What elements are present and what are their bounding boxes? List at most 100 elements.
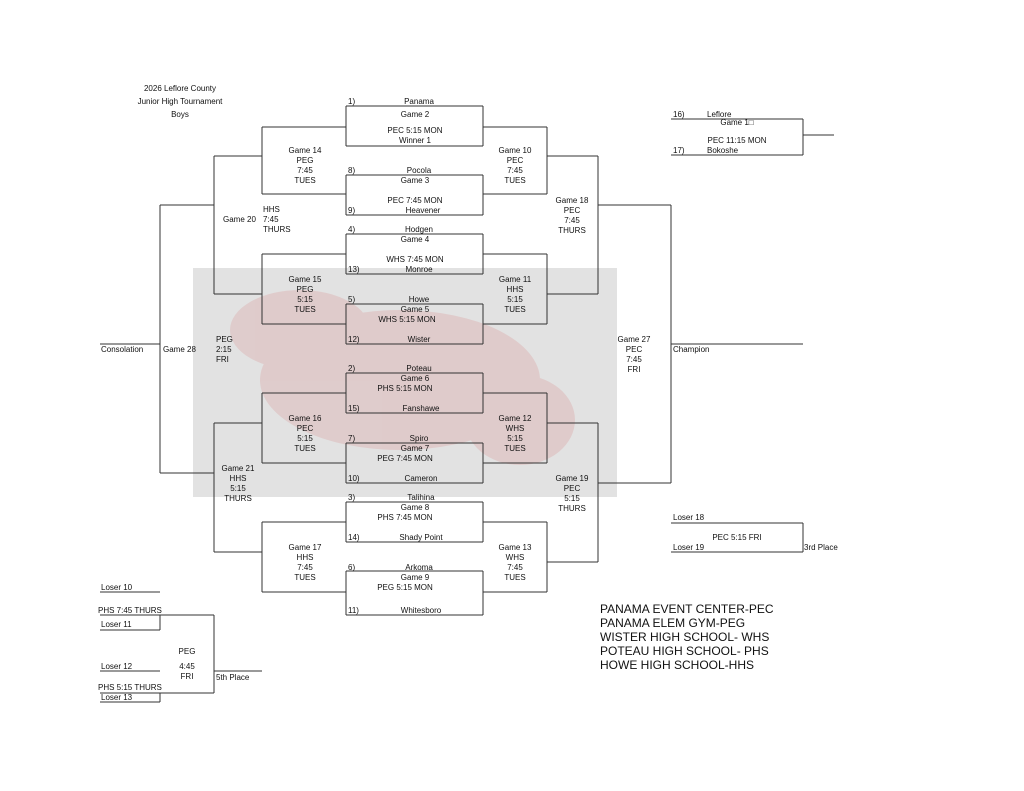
game-day: TUES	[504, 444, 525, 453]
game-day: THURS	[224, 494, 252, 503]
game-site: WHS	[506, 424, 525, 433]
seed-team: Shady Point	[399, 533, 443, 542]
game-time: 7:45	[297, 563, 313, 572]
game-label: Game 20	[223, 215, 256, 224]
seed-team: Whitesboro	[401, 606, 442, 615]
game-label: Game 3	[401, 176, 430, 185]
seed-number: 14)	[348, 533, 360, 542]
seed-team: Wister	[408, 335, 431, 344]
fifth-place-slot: Loser 12	[101, 662, 133, 671]
game-day: TUES	[294, 176, 315, 185]
seed-team: Poteau	[406, 364, 431, 373]
game-time: 7:45	[297, 166, 313, 175]
game-label: Game 19	[556, 474, 589, 483]
seed-number: 10)	[348, 474, 360, 483]
game-day: FRI	[628, 365, 641, 374]
game-day: TUES	[294, 444, 315, 453]
fifth-place-label: 5th Place	[216, 673, 250, 682]
game-label: Game 13	[499, 543, 532, 552]
game-site: HHS	[230, 474, 247, 483]
game-time: 5:15	[507, 295, 523, 304]
game-label: Game 16	[289, 414, 322, 423]
game-site: PHS 7:45 MON	[377, 513, 432, 522]
legend-item: WISTER HIGH SCHOOL- WHS	[600, 630, 769, 644]
game-time: 5:15	[297, 434, 313, 443]
game-day: TUES	[504, 305, 525, 314]
game-day: FRI	[216, 355, 229, 364]
game-label: Game 4	[401, 235, 430, 244]
seed-number: 1)	[348, 97, 355, 106]
game-site: WHS 5:15 MON	[378, 315, 436, 324]
game-site: HHS	[263, 205, 280, 214]
seed-number: 7)	[348, 434, 355, 443]
fifth-place-pre: PHS 5:15 THURS	[98, 683, 162, 692]
game-site: PEG 5:15 MON	[377, 583, 433, 592]
game-site: PEC	[564, 484, 581, 493]
game-time: 7:45	[263, 215, 279, 224]
game-site: HHS	[297, 553, 314, 562]
game-site: PEC	[564, 206, 581, 215]
seed-team: Cameron	[405, 474, 438, 483]
third-place-top: Loser 18	[673, 513, 705, 522]
game-day: TUES	[294, 573, 315, 582]
game-site: PEG 7:45 MON	[377, 454, 433, 463]
game-site: PEC 11:15 MON	[708, 136, 767, 145]
champion-label: Champion	[673, 345, 709, 354]
game-day: THURS	[558, 226, 586, 235]
seed-number: 17)	[673, 146, 685, 155]
seed-team: Arkoma	[405, 563, 433, 572]
game-time: 7:45	[564, 216, 580, 225]
seed-number: 4)	[348, 225, 355, 234]
seed-team: Spiro	[410, 434, 429, 443]
seed-team: Fanshawe	[403, 404, 440, 413]
title-line-3: Boys	[171, 110, 189, 119]
game-label: Game 10	[499, 146, 532, 155]
seed-number: 6)	[348, 563, 355, 572]
game-site: PEG	[179, 647, 196, 656]
seed-team: Hodgen	[405, 225, 433, 234]
seed-number: 12)	[348, 335, 360, 344]
seed-number: 9)	[348, 206, 355, 215]
game-site: WHS	[506, 553, 525, 562]
game-note: Winner 1	[399, 136, 432, 145]
game-label: Game 9	[401, 573, 430, 582]
third-place-site: PEC 5:15 FRI	[712, 533, 761, 542]
game-site: HHS	[507, 285, 524, 294]
seed-number: 11)	[348, 606, 359, 615]
game-day: TUES	[294, 305, 315, 314]
legend-item: PANAMA EVENT CENTER-PEC	[600, 602, 774, 616]
game-time: 7:45	[507, 563, 523, 572]
seed-team: Bokoshe	[707, 146, 739, 155]
game-label: Game 27	[618, 335, 651, 344]
game-label: Game 1□	[720, 118, 753, 127]
game-time: 4:45	[179, 662, 195, 671]
game-site: PEC 7:45 MON	[387, 196, 442, 205]
title-line-2: Junior High Tournament	[138, 97, 224, 106]
third-place-label: 3rd Place	[804, 543, 838, 552]
game-label: Game 12	[499, 414, 532, 423]
game-site: PEG	[297, 156, 314, 165]
seed-team: Panama	[404, 97, 434, 106]
game-day: THURS	[263, 225, 291, 234]
seed-team: Howe	[409, 295, 430, 304]
game-label: Game 28	[163, 345, 196, 354]
game-label: Game 21	[222, 464, 255, 473]
game-label: Game 14	[289, 146, 322, 155]
seed-number: 8)	[348, 166, 355, 175]
third-place-bottom: Loser 19	[673, 543, 705, 552]
seed-number: 3)	[348, 493, 355, 502]
fifth-place-slot: Loser 10	[101, 583, 133, 592]
game-label: Game 7	[401, 444, 430, 453]
game-site: PEG	[216, 335, 233, 344]
game-label: Game 17	[289, 543, 322, 552]
seed-team: Pocola	[407, 166, 432, 175]
game-site: PEC	[626, 345, 643, 354]
game-label: Game 11	[499, 275, 532, 284]
game-label: Game 2	[401, 110, 430, 119]
game-time: 5:15	[297, 295, 313, 304]
game-label: Game 6	[401, 374, 430, 383]
game-time: 5:15	[564, 494, 580, 503]
seed-team: Monroe	[405, 265, 433, 274]
seed-number: 15)	[348, 404, 360, 413]
